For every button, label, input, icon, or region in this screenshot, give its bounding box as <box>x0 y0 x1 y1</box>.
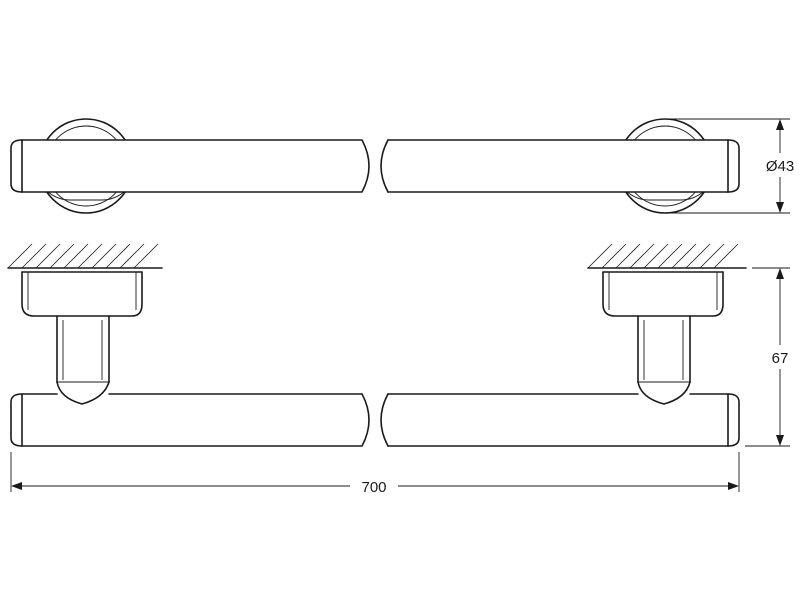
top-view <box>10 118 740 214</box>
left-wall-hatch <box>7 243 163 269</box>
hatch-stroke <box>119 243 145 269</box>
right-wall-hatch <box>587 243 747 269</box>
diameter-dimension: Ø43 <box>668 118 800 214</box>
hatch-stroke <box>105 243 131 269</box>
hatch-stroke <box>63 243 89 269</box>
hatch-stroke <box>643 243 669 269</box>
hatch-stroke <box>587 243 613 269</box>
hatch-stroke <box>133 243 159 269</box>
length-label: 700 <box>361 479 386 496</box>
hatch-stroke <box>91 243 117 269</box>
hatch-stroke <box>699 243 725 269</box>
front-view-bar-right <box>380 393 740 447</box>
top-view-left-flange-lower-edge <box>47 191 125 201</box>
hatch-stroke <box>713 243 739 269</box>
hatch-stroke <box>7 243 33 269</box>
hatch-stroke <box>615 243 641 269</box>
hatch-stroke <box>629 243 655 269</box>
right-mount-base <box>602 271 724 317</box>
hatch-stroke <box>601 243 627 269</box>
hatch-stroke <box>21 243 47 269</box>
hatch-stroke <box>49 243 75 269</box>
projection-label: 67 <box>772 350 789 367</box>
diameter-label: Ø43 <box>766 158 794 175</box>
right-mount-stem <box>637 315 691 405</box>
front-view-bar-left <box>10 393 370 447</box>
length-dimension: 700 <box>10 452 740 496</box>
hatch-stroke <box>77 243 103 269</box>
top-view-bar-left <box>10 139 370 193</box>
hatch-stroke <box>671 243 697 269</box>
hatch-stroke <box>657 243 683 269</box>
hatch-stroke <box>685 243 711 269</box>
projection-dimension: 67 <box>745 267 797 447</box>
top-view-bar-right <box>380 139 740 193</box>
front-view <box>7 243 747 447</box>
left-mount-base <box>21 271 143 317</box>
hatch-stroke <box>35 243 61 269</box>
top-view-right-flange-lower-edge <box>626 191 704 201</box>
left-mount-stem <box>56 315 110 405</box>
